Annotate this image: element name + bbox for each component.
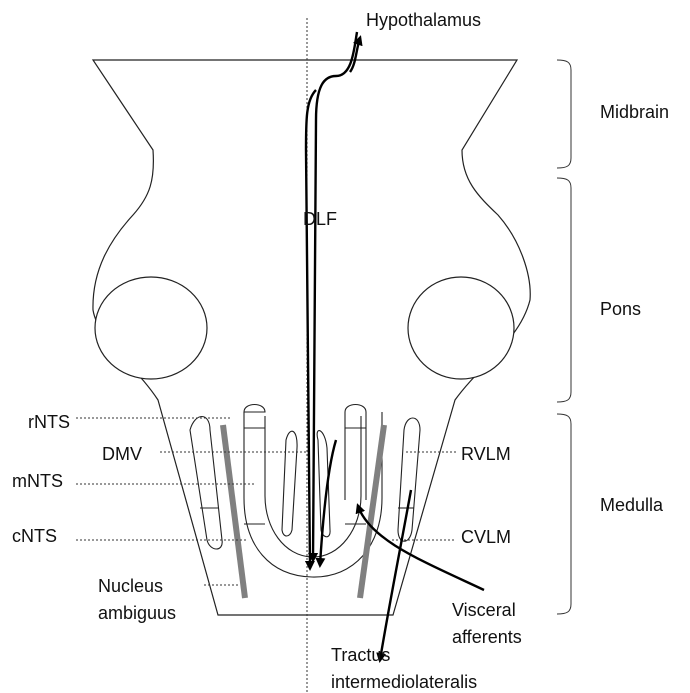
label-pons: Pons bbox=[600, 299, 641, 319]
label-dmv: DMV bbox=[102, 444, 142, 464]
label-midbrain: Midbrain bbox=[600, 102, 669, 122]
label-cvlm: CVLM bbox=[461, 527, 511, 547]
label-medulla: Medulla bbox=[600, 495, 664, 515]
label-visceral-afferents-1: Visceral bbox=[452, 600, 516, 620]
bracket-medulla bbox=[557, 414, 571, 614]
label-cnts: cNTS bbox=[12, 526, 57, 546]
label-tractus-2: intermediolateralis bbox=[331, 672, 477, 692]
bracket-midbrain bbox=[557, 60, 571, 168]
label-nucleus-ambiguus-2: ambiguus bbox=[98, 603, 176, 623]
label-dlf: DLF bbox=[303, 209, 337, 229]
pons-lobe-right bbox=[408, 277, 514, 379]
label-hypothalamus: Hypothalamus bbox=[366, 10, 481, 30]
label-nucleus-ambiguus-1: Nucleus bbox=[98, 576, 163, 596]
label-tractus-1: Tractus bbox=[331, 645, 390, 665]
label-rnts: rNTS bbox=[28, 412, 70, 432]
pons-lobe-left bbox=[95, 277, 207, 379]
label-rvlm: RVLM bbox=[461, 444, 511, 464]
label-mnts: mNTS bbox=[12, 471, 63, 491]
label-visceral-afferents-2: afferents bbox=[452, 627, 522, 647]
bracket-pons bbox=[557, 178, 571, 402]
